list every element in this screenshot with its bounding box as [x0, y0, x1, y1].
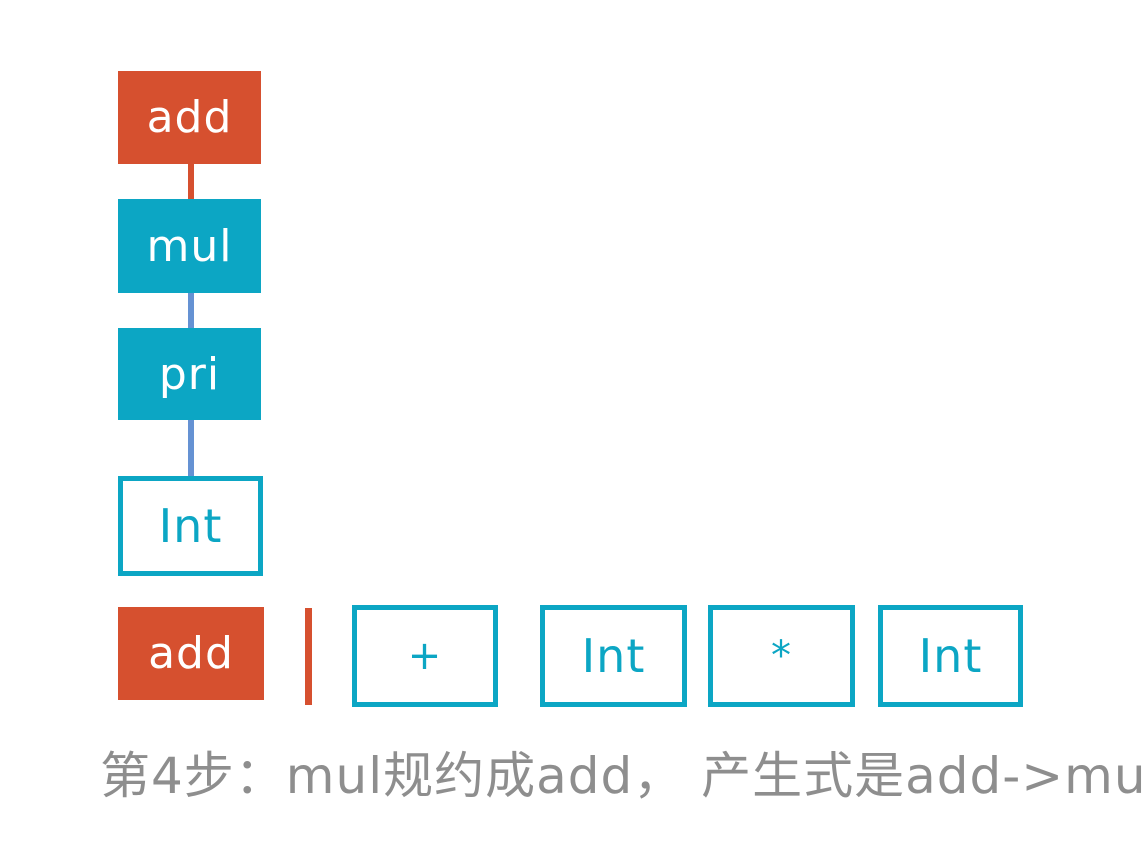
stack-divider-bar: [305, 608, 312, 705]
connector-mul-pri: [188, 293, 194, 328]
token-star: *: [708, 605, 855, 707]
token-int-2: Int: [878, 605, 1023, 707]
tree-node-int: Int: [118, 476, 263, 576]
token-plus: +: [352, 605, 498, 707]
connector-pri-int: [188, 420, 194, 476]
tree-node-pri: pri: [118, 328, 261, 420]
connector-add-mul: [188, 164, 194, 200]
token-int-1: Int: [540, 605, 687, 707]
step-caption: 第4步：mul规约成add， 产生式是add->mul: [100, 747, 1142, 805]
tree-node-mul: mul: [118, 199, 261, 293]
stack-token-add: add: [118, 607, 264, 700]
tree-node-add: add: [118, 71, 261, 164]
